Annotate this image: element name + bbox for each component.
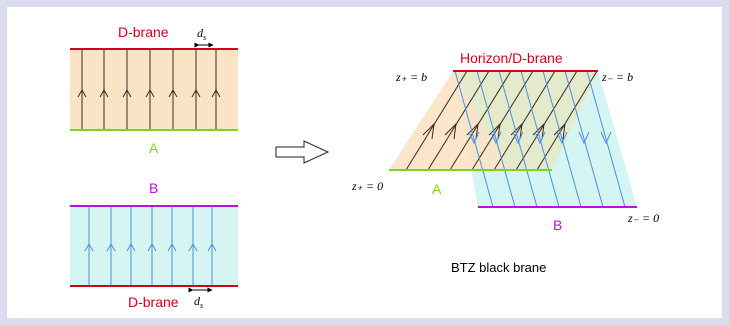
region-a-label-left: A (149, 140, 159, 156)
right-arrow-icon (275, 140, 330, 164)
bottom-brane-panel: B D-brane ds (70, 180, 238, 310)
btz-black-brane-diagram: Horizon/D-brane z₊ = b z₋ = b z₊ = 0 z₋ … (351, 50, 659, 275)
ds-bottom-label: ds (194, 294, 203, 310)
blue-field-lines-right (454, 70, 626, 208)
region-b-label-right: B (553, 217, 562, 233)
zminus-0-label: z₋ = 0 (627, 211, 659, 225)
cyan-region (70, 206, 238, 286)
zplus-0-label: z₊ = 0 (351, 179, 383, 193)
zplus-b-label: z₊ = b (395, 70, 427, 84)
top-brane-panel: D-brane ds A (70, 24, 238, 156)
horizon-label: Horizon/D-brane (460, 50, 563, 66)
bottom-d-brane-label: D-brane (128, 294, 179, 310)
region-b-label-left: B (149, 180, 158, 196)
top-d-brane-label: D-brane (118, 24, 169, 40)
black-field-lines (77, 49, 221, 130)
zminus-b-label: z₋ = b (601, 70, 633, 84)
blue-field-lines (84, 206, 217, 286)
caption-btz-black-brane: BTZ black brane (451, 260, 546, 275)
ds-top-label: ds (197, 26, 206, 42)
orange-region (70, 49, 238, 130)
region-a-label-right: A (432, 181, 442, 197)
black-field-lines-right (405, 70, 598, 171)
